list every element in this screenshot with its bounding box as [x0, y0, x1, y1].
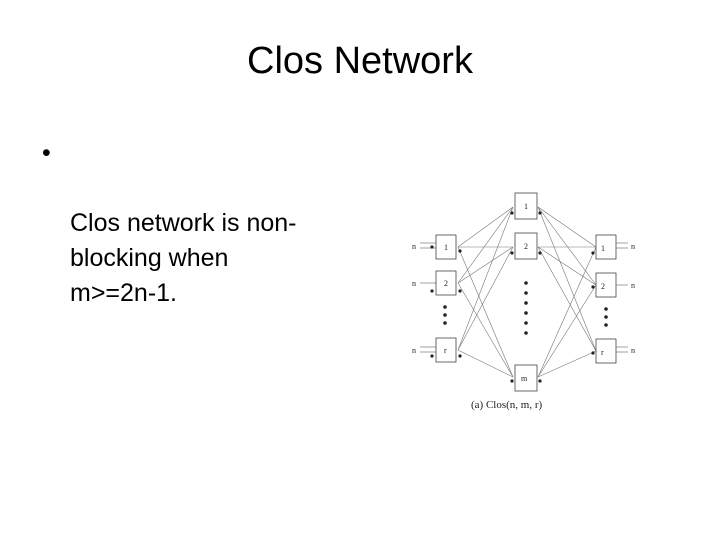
output-port-label: n [631, 242, 635, 251]
switch-label: 1 [601, 244, 605, 253]
connection-lines [457, 206, 597, 378]
clos-network-diagram: n n n 1 2 r 1 2 m 1 2 r [412, 192, 635, 411]
output-switch: 2 [595, 272, 617, 298]
bullet-list: • Clos network is non- blocking when m>=… [42, 136, 372, 311]
input-switch: 2 [435, 270, 457, 296]
diagram-caption: (a) Clos(n, m, r) [471, 399, 543, 411]
switch-label: 2 [444, 279, 448, 288]
switch-label: r [601, 348, 604, 357]
switch-label: 1 [524, 202, 528, 211]
input-switch: r [435, 337, 457, 363]
switch-label: r [444, 346, 447, 355]
port-dots [430, 211, 595, 383]
input-port-lines [420, 242, 436, 353]
input-port-label: n [412, 279, 416, 288]
output-port-lines [616, 242, 628, 353]
output-switch: 1 [595, 234, 617, 260]
middle-switch: 1 [514, 192, 538, 220]
switch-label: 2 [524, 242, 528, 251]
input-port-label: n [412, 242, 416, 251]
middle-switch: m [514, 364, 538, 392]
switch-label: 1 [444, 243, 448, 252]
output-port-label: n [631, 346, 635, 355]
output-port-label: n [631, 281, 635, 290]
bullet-item: • Clos network is non- blocking when m>=… [42, 136, 372, 311]
slide-title: Clos Network [247, 40, 473, 82]
bullet-text: Clos network is non- blocking when m>=2n… [70, 209, 297, 307]
input-switch: 1 [435, 234, 457, 260]
input-port-label: n [412, 346, 416, 355]
middle-switch: 2 [514, 232, 538, 260]
output-switch: r [595, 338, 617, 364]
switch-label: 2 [601, 282, 605, 291]
switch-label: m [521, 374, 528, 383]
ellipsis-dots [443, 281, 608, 335]
bullet-dot: • [42, 139, 51, 167]
